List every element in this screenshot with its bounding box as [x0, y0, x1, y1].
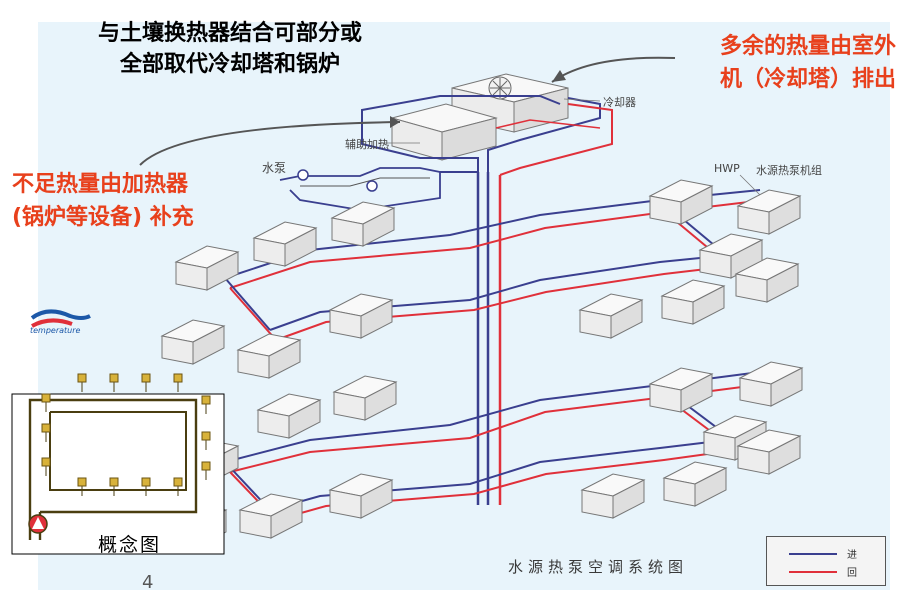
title-insufficient-heat: 不足热量由加热器 (锅炉等设备) 补充 [12, 168, 242, 234]
inset-unit-node [77, 373, 87, 383]
heat-pump-unit-box [174, 245, 240, 291]
inset-unit-node [41, 423, 51, 433]
inset-unit-node [109, 373, 119, 383]
heat-pump-unit-box [580, 473, 646, 519]
title-insufficient-heat-line-2: (锅炉等设备) 补充 [12, 205, 194, 230]
label-aux-heater: 辅助加热 [345, 138, 389, 151]
heat-pump-unit-box [736, 429, 802, 475]
heat-pump-unit-box [736, 189, 802, 235]
title-excess-heat-line-1: 多余的热量由室外 [719, 34, 896, 59]
heat-pump-unit-box [734, 257, 800, 303]
title-main-line-2: 全部取代冷却塔和锅炉 [119, 52, 340, 77]
legend-label-return: 回 [847, 568, 857, 579]
legend-item-supply: 进 [789, 547, 879, 561]
label-heat-pump-unit: 水源热泵机组 [756, 164, 822, 177]
inset-unit-node [173, 477, 183, 487]
heat-pump-unit-box [330, 201, 396, 247]
heat-pump-unit-box [252, 221, 318, 267]
inset-unit-node [173, 373, 183, 383]
heat-pump-unit-box [660, 279, 726, 325]
title-excess-heat: 多余的热量由室外 机（冷却塔）排出 [648, 30, 896, 96]
heat-pump-unit-box [662, 461, 728, 507]
inset-unit-node [77, 477, 87, 487]
inset-unit-node [201, 395, 211, 405]
inset-unit-node [141, 477, 151, 487]
inset-unit-node [201, 431, 211, 441]
title-main: 与土壤换热器结合可部分或 全部取代冷却塔和锅炉 [55, 18, 405, 80]
diagram-caption: 水源热泵空调系统图 [508, 558, 689, 576]
heat-pump-unit-box [236, 333, 302, 379]
callout-arrows [139, 56, 676, 166]
inset-unit-node [41, 393, 51, 403]
legend-swatch-return [789, 571, 837, 573]
heat-pump-unit-box [698, 233, 764, 279]
heat-pump-unit-box [238, 493, 304, 539]
legend: 进 回 [766, 536, 886, 586]
title-excess-heat-line-2: 机（冷却塔）排出 [719, 67, 896, 92]
logo-icon [30, 309, 91, 328]
inset-unit-nodes [41, 373, 211, 496]
title-insufficient-heat-line-1: 不足热量由加热器 [12, 172, 189, 197]
label-pump: 水泵 [262, 161, 287, 175]
legend-label-supply: 进 [847, 550, 857, 561]
legend-swatch-supply [789, 553, 837, 555]
pump-icon [297, 169, 309, 181]
label-hwp: HWP [714, 162, 740, 175]
heat-pump-unit-box [738, 361, 804, 407]
heat-pump-unit-box [578, 293, 644, 339]
inset-unit-node [109, 477, 119, 487]
heat-pump-unit-box [328, 473, 394, 519]
page-number: 4 [142, 572, 154, 593]
inset-caption: 概念图 [98, 534, 162, 556]
title-main-line-1: 与土壤换热器结合可部分或 [97, 21, 362, 46]
pump-icon [366, 180, 378, 192]
logo-text: temperature [30, 326, 81, 335]
heat-pump-unit-box [648, 179, 714, 225]
heat-pump-unit-box [160, 319, 226, 365]
top-equipment [279, 73, 613, 211]
heat-pump-unit-box [332, 375, 398, 421]
arrow-icon [139, 121, 401, 166]
label-cooling-tower: 冷却器 [603, 96, 636, 109]
inset-unit-node [201, 461, 211, 471]
heat-pump-unit-box [328, 293, 394, 339]
heat-pump-unit-box [256, 393, 322, 439]
inset-concept-diagram [11, 393, 225, 555]
inset-unit-node [41, 457, 51, 467]
inset-unit-node [141, 373, 151, 383]
legend-item-return: 回 [789, 565, 879, 579]
heat-pump-unit-box [648, 367, 714, 413]
